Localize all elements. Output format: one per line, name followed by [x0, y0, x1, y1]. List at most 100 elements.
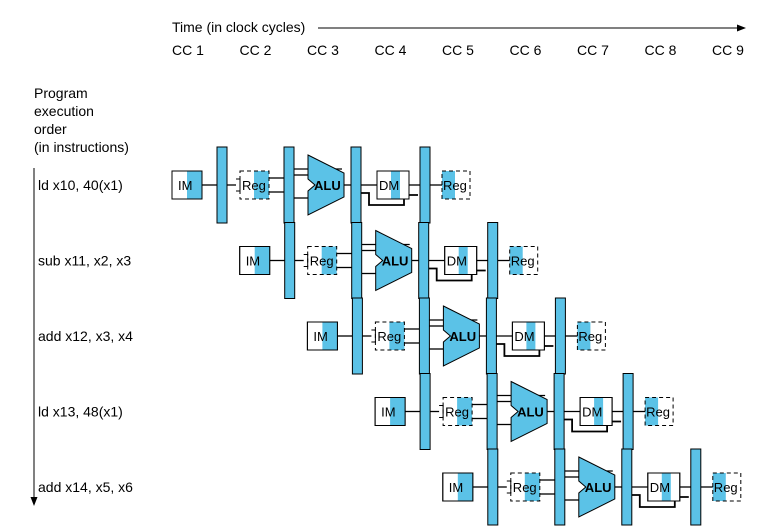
reg-box [307, 246, 338, 275]
id-ex-pipeline-register [283, 146, 295, 224]
ex-mem-pipeline-register [485, 297, 497, 375]
alu-label: ALU [449, 329, 476, 344]
reg-read-port [439, 405, 444, 418]
reg-read-port [506, 480, 512, 494]
instruction-label-2: sub x11, x2, x3 [38, 253, 131, 269]
instruction-label-5: add x14, x5, x6 [38, 479, 133, 495]
order-axis-label-line-2: execution [34, 103, 94, 119]
if-id-pipeline-register [216, 146, 228, 224]
id-ex-pipeline-register [554, 448, 566, 526]
writeback-reg-label: Reg [511, 254, 535, 269]
reg-box [239, 170, 270, 200]
im-label: IM [449, 480, 463, 495]
reg-shade [321, 246, 337, 275]
im-shade [390, 397, 406, 426]
dm-label: DM [582, 405, 602, 420]
im-shade [254, 246, 270, 275]
dm-label: DM [379, 178, 399, 193]
reg-box [442, 397, 473, 426]
dm-label: DM [447, 254, 467, 269]
order-axis-label-line-1: Program [34, 85, 88, 101]
im-label: IM [381, 405, 395, 420]
instruction-row-2: sub x11, x2, x3 IM Reg ALU DM Reg [38, 222, 539, 299]
ex-mem-pipeline-register [621, 448, 633, 526]
cycle-label-3: CC 3 [307, 42, 339, 58]
im-label: IM [246, 254, 260, 269]
reg-shade [389, 322, 405, 350]
alu-label: ALU [314, 178, 341, 193]
id-ex-pipeline-register [351, 222, 363, 299]
if-id-pipeline-register [351, 297, 363, 375]
im-label: IM [178, 178, 192, 193]
time-axis-arrowhead [737, 24, 746, 32]
dm-outline [579, 397, 613, 426]
dm-shade [458, 246, 468, 275]
order-axis-label-line-4: (in instructions) [34, 139, 129, 155]
reg-label: Reg [513, 480, 537, 495]
writeback-reg-shade [645, 397, 659, 426]
writeback-reg-shade [509, 246, 523, 275]
writeback-reg-label: Reg [578, 329, 602, 344]
instruction-label-3: add x12, x3, x4 [38, 328, 133, 344]
cycle-label-6: CC 6 [510, 42, 542, 58]
reg-label: Reg [377, 329, 401, 344]
mem-wb-pipeline-register [487, 222, 499, 299]
mem-wb-pipeline-register [690, 448, 702, 526]
writeback-reg-shade [577, 322, 591, 350]
id-ex-pipeline-register [486, 373, 498, 450]
mem-wb-pipeline-register [419, 146, 431, 224]
writeback-reg-box [441, 170, 471, 200]
reg-label: Reg [242, 178, 266, 193]
if-id-pipeline-register [419, 373, 431, 450]
instruction-label-4: ld x13, 48(x1) [38, 404, 123, 420]
order-axis-label-line-3: order [34, 121, 67, 137]
instruction-row-3: add x12, x3, x4 IM Reg ALU DM Reg [38, 297, 606, 375]
alu-label: ALU [382, 254, 409, 269]
dm-label: DM [650, 480, 670, 495]
dm-label: DM [514, 329, 534, 344]
reg-shade [524, 473, 540, 501]
reg-box [374, 321, 405, 351]
dm-shade [391, 171, 400, 199]
writeback-reg-label: Reg [443, 178, 467, 193]
writeback-reg-shade [442, 171, 455, 199]
writeback-reg-label: Reg [646, 405, 670, 420]
ex-mem-pipeline-register [553, 373, 565, 450]
im-label: IM [313, 329, 327, 344]
if-id-pipeline-register [284, 222, 296, 299]
ex-mem-pipeline-register [350, 146, 362, 224]
time-axis-label: Time (in clock cycles) [172, 19, 305, 35]
im-shade [187, 171, 202, 199]
mem-wb-pipeline-register [554, 297, 566, 375]
reg-shade [457, 397, 473, 426]
cycle-label-1: CC 1 [172, 42, 204, 58]
im-shade [457, 473, 473, 501]
writeback-reg-label: Reg [714, 480, 738, 495]
cycle-label-9: CC 9 [712, 42, 744, 58]
alu-shape [307, 154, 345, 216]
reg-read-port [303, 254, 309, 267]
cycle-label-5: CC 5 [442, 42, 474, 58]
reg-label: Reg [445, 405, 469, 420]
dm-shade [661, 473, 671, 501]
alu-label: ALU [585, 480, 612, 495]
alu-label: ALU [517, 405, 544, 420]
cycle-label-4: CC 4 [375, 42, 407, 58]
if-id-pipeline-register [487, 448, 499, 526]
alu-shape [578, 456, 616, 518]
alu-shape [442, 305, 480, 367]
writeback-reg-box [712, 472, 742, 502]
cycle-label-2: CC 2 [240, 42, 272, 58]
order-axis-arrowhead [30, 497, 38, 506]
im-shade [322, 322, 338, 350]
dm-shade [526, 322, 536, 350]
reg-read-port [236, 178, 241, 192]
reg-shade [254, 171, 269, 199]
writeback-reg-box [509, 246, 539, 275]
id-ex-pipeline-register [418, 297, 430, 375]
reg-label: Reg [310, 254, 334, 269]
